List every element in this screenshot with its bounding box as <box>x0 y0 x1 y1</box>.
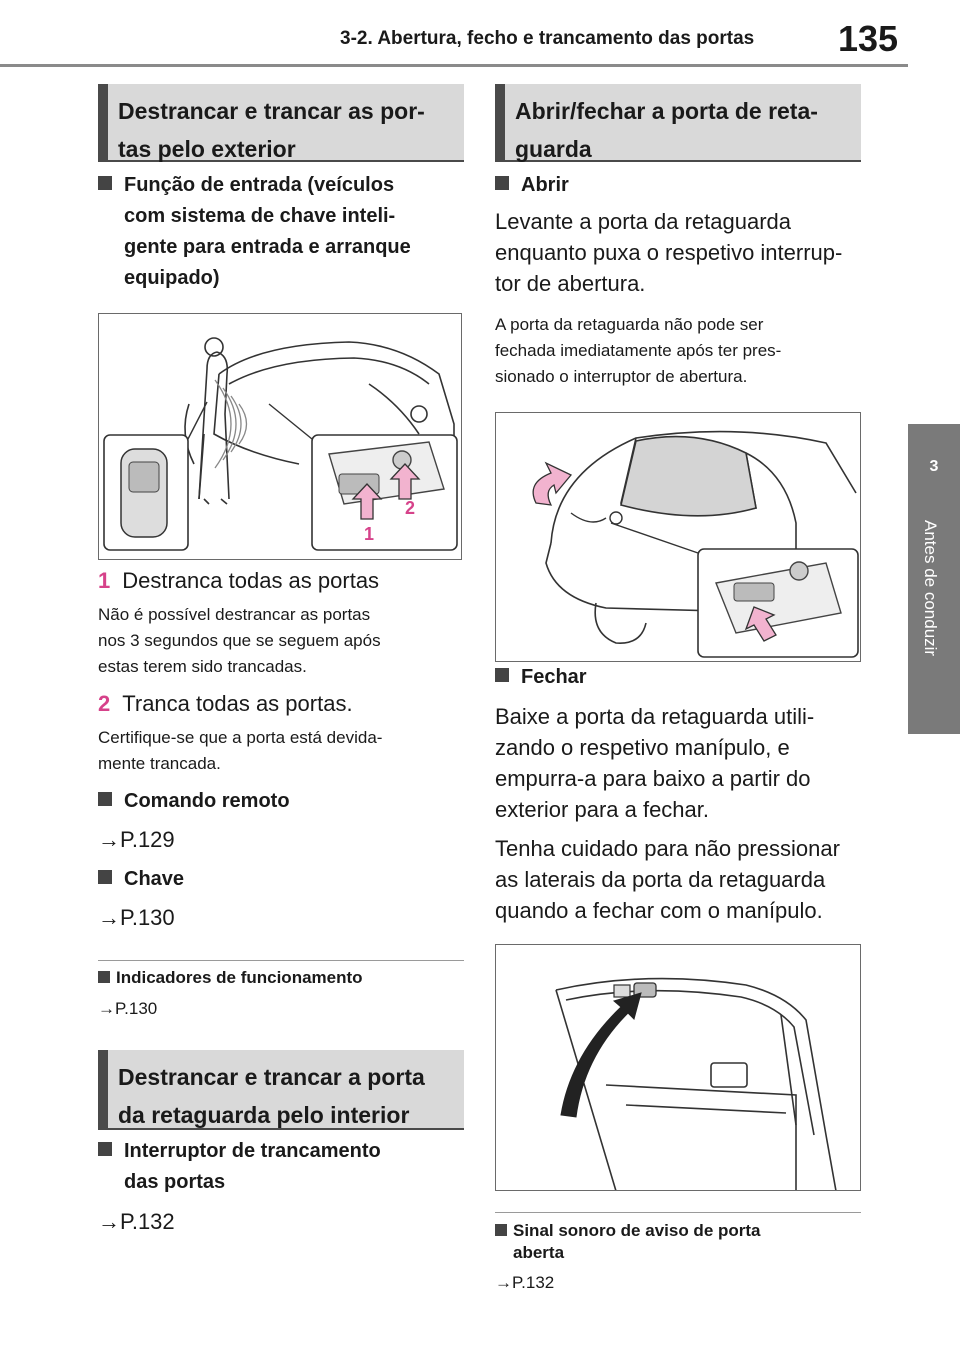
section-heading-line: tas pelo exterior <box>118 136 296 162</box>
lock-switch-heading: Interruptor de trancamento das portas <box>98 1136 468 1198</box>
section-heading-line: Destrancar e trancar a porta <box>118 1064 425 1090</box>
chapter-number: 3 <box>929 458 939 475</box>
square-bullet-icon <box>495 176 509 190</box>
body-line: empurra-a para baixo a partir do <box>495 766 811 791</box>
heading-line: aberta <box>513 1243 565 1262</box>
square-bullet-icon <box>98 792 112 806</box>
note-line: fechada imediatamente após ter pres- <box>495 341 782 360</box>
heading-line: Função de entrada (veículos <box>124 174 395 196</box>
lock-switch-page-ref[interactable]: →P.132 <box>98 1209 175 1234</box>
heading-text: Sinal sonoro de aviso de porta <box>513 1221 761 1240</box>
note-locked: Certifique-se que a porta está devida- m… <box>98 725 468 777</box>
item-text: Destranca todas as portas <box>122 568 380 593</box>
door-warning-heading: Sinal sonoro de aviso de porta aberta <box>495 1220 865 1264</box>
key-heading: Chave <box>98 864 468 895</box>
heading-text: Comando remoto <box>124 790 290 812</box>
note-line: sionado o interruptor de abertura. <box>495 367 748 386</box>
key-page-ref[interactable]: →P.130 <box>98 905 175 930</box>
body-line: Baixe a porta da retaguarda utili- <box>495 704 815 729</box>
section-heading-line: Destrancar e trancar as por- <box>118 98 425 124</box>
indicators-page-ref[interactable]: →P.130 <box>98 999 158 1018</box>
open-back-door-illustration <box>532 430 859 658</box>
header-rule <box>0 64 908 67</box>
body-line: enquanto puxa o respetivo interrup- <box>495 240 843 265</box>
note-unlock-delay: Não é possível destrancar as portas nos … <box>98 602 468 680</box>
heading-line: com sistema de chave inteli- <box>124 205 396 227</box>
divider <box>495 1212 861 1213</box>
heading-line: das portas <box>124 1171 226 1193</box>
section-heading-line: da retaguarda pelo interior <box>118 1102 410 1128</box>
indicators-heading: Indicadores de funcionamento <box>98 967 468 989</box>
square-bullet-icon <box>495 668 509 682</box>
item-2: 2 Tranca todas as portas. <box>98 688 468 719</box>
heading-text: Fechar <box>521 666 587 688</box>
door-warning-page-ref[interactable]: →P.132 <box>495 1273 555 1292</box>
remote-page-ref[interactable]: →P.129 <box>98 827 175 852</box>
square-bullet-icon <box>98 176 112 190</box>
body-line: exterior para a fechar. <box>495 797 710 822</box>
entry-function-heading: Função de entrada (veículos com sistema … <box>98 170 468 294</box>
item-text: Tranca todas as portas. <box>122 691 353 716</box>
body-line: Levante a porta da retaguarda <box>495 209 792 234</box>
heading-text: Interruptor de trancamento <box>124 1140 381 1162</box>
close-back-door-illustration <box>555 977 837 1190</box>
body-line: zando o respetivo manípulo, e <box>495 735 790 760</box>
note-line: mente trancada. <box>98 754 221 773</box>
figure-label-1: 1 <box>364 524 374 544</box>
page-number: 135 <box>838 18 899 59</box>
body-line: quando a fechar com o manípulo. <box>495 898 823 923</box>
close-body-1: Baixe a porta da retaguarda utili- zando… <box>495 701 865 825</box>
body-line: as laterais da porta da retaguarda <box>495 867 826 892</box>
close-body-2: Tenha cuidado para não pressionar as lat… <box>495 833 865 926</box>
square-bullet-icon <box>495 1224 507 1236</box>
smart-key-entry-illustration: 1 2 <box>103 337 458 551</box>
figure-close-back-door <box>495 944 861 1191</box>
figure-label-2: 2 <box>405 498 415 518</box>
section-heading-interior: Destrancar e trancar a porta da retaguar… <box>98 1050 464 1130</box>
note-line: Certifique-se que a porta está devida- <box>98 728 383 747</box>
heading-line: gente para entrada e arranque <box>124 236 411 258</box>
note-line: A porta da retaguarda não pode ser <box>495 315 764 334</box>
figure-open-back-door <box>495 412 861 662</box>
section-heading-back-door: Abrir/fechar a porta de reta- guarda <box>495 84 861 162</box>
square-bullet-icon <box>98 1142 112 1156</box>
heading-text: Abrir <box>521 174 569 196</box>
heading-text: Chave <box>124 868 185 890</box>
chapter-label: Antes de conduzir <box>921 520 940 657</box>
section-heading-line: guarda <box>515 136 592 162</box>
square-bullet-icon <box>98 971 110 983</box>
running-header: 3-2. Abertura, fecho e trancamento das p… <box>340 28 755 49</box>
item-number: 2 <box>98 691 111 716</box>
remote-heading: Comando remoto <box>98 786 468 817</box>
note-line: estas terem sido trancadas. <box>98 657 307 676</box>
heading-text: Indicadores de funcionamento <box>116 968 363 987</box>
note-line: nos 3 segundos que se seguem após <box>98 631 381 650</box>
item-1: 1 Destranca todas as portas <box>98 565 468 596</box>
open-note: A porta da retaguarda não pode ser fecha… <box>495 312 865 390</box>
figure-smart-key-entry: 1 2 <box>98 313 462 560</box>
open-heading: Abrir <box>495 170 865 201</box>
body-line: tor de abertura. <box>495 271 646 296</box>
divider <box>98 960 464 961</box>
close-heading: Fechar <box>495 662 865 693</box>
note-line: Não é possível destrancar as portas <box>98 605 371 624</box>
square-bullet-icon <box>98 870 112 884</box>
chapter-tab <box>908 424 960 734</box>
heading-line: equipado) <box>124 267 220 289</box>
item-number: 1 <box>98 568 111 593</box>
open-body: Levante a porta da retaguarda enquanto p… <box>495 206 865 299</box>
body-line: Tenha cuidado para não pressionar <box>495 836 840 861</box>
section-heading-line: Abrir/fechar a porta de reta- <box>515 98 818 124</box>
section-heading-exterior: Destrancar e trancar as por- tas pelo ex… <box>98 84 464 162</box>
